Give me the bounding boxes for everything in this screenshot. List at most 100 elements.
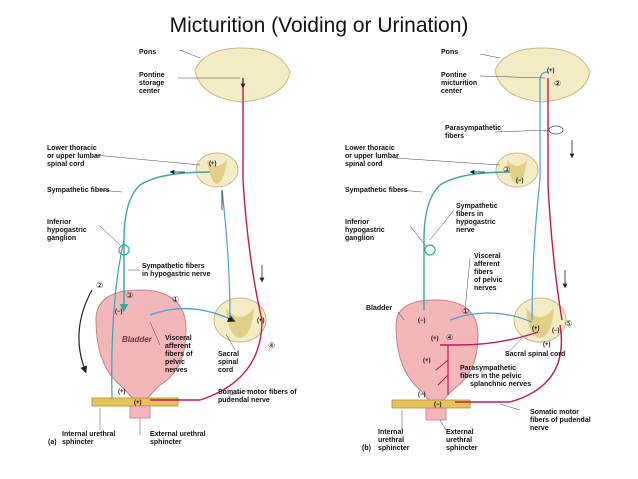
sign-thoracic-a: (+): [209, 161, 217, 167]
label-lower-thoracic-a-1: Lower thoracic: [47, 145, 97, 152]
sign-bladder-sym-b: (−): [418, 318, 426, 324]
sign-sacral-para-b: (+): [532, 326, 540, 332]
step-1-b: ①: [462, 307, 469, 316]
step-4-b: ④: [446, 333, 453, 342]
label-bladder-b: Bladder: [366, 305, 392, 312]
label-visceral-afferent-b-4: of pelvic: [474, 277, 503, 284]
label-symp-hypogastric-a-1: Sympathetic fibers: [142, 263, 205, 270]
label-visceral-afferent-b-5: nerves: [474, 285, 497, 292]
label-inferior-ganglion-a-1: Inferior: [47, 219, 71, 226]
label-inferior-ganglion-b-1: Inferior: [345, 219, 369, 226]
label-visceral-afferent-b-2: afferent: [474, 261, 500, 268]
sign-sacral-lower-b: (+): [543, 342, 551, 348]
bladder-b: [395, 299, 479, 403]
label-inferior-ganglion-b-3: ganglion: [345, 235, 374, 242]
step-4-a: ④: [268, 341, 275, 350]
label-symp-hypogastric-b-4: nerve: [456, 227, 475, 234]
label-sacral-cord-a-1: Sacral: [218, 351, 239, 358]
panel-label-b: (b): [362, 445, 371, 452]
label-internal-sphincter-b-3: sphincter: [378, 445, 410, 452]
label-visceral-afferent-b-1: Visceral: [474, 253, 501, 260]
step-1-a: ①: [172, 295, 179, 304]
label-visceral-afferent-a-3: fibers of: [165, 351, 193, 358]
afferent-path-b: [449, 312, 533, 323]
sign-sacral-a: (+): [257, 318, 265, 324]
label-pontine-center-a-1: Pontine: [139, 72, 165, 79]
label-external-sphincter-b-3: sphincter: [446, 445, 478, 452]
label-external-sphincter-b-2: urethral: [446, 437, 472, 444]
label-pontine-center-b-3: center: [441, 88, 462, 95]
label-para-pelvic-b-3: splanchnic nerves: [470, 381, 531, 388]
sign-pons-b: (+): [547, 68, 555, 74]
label-parasympathetic-fibers-b-2: fibers: [445, 133, 464, 140]
label-lower-thoracic-a-3: spinal cord: [47, 161, 84, 168]
sign-bladder-para-b: (+): [431, 336, 439, 342]
label-inferior-ganglion-b-2: hypogastric: [345, 227, 385, 234]
label-visceral-afferent-a-4: pelvic: [165, 359, 185, 366]
step-2-a: ②: [96, 281, 103, 290]
label-inferior-ganglion-a-3: ganglion: [47, 235, 76, 242]
panel-a: Pons Pontine storage center Lower thorac…: [47, 47, 297, 446]
step-3-b: ③: [503, 165, 510, 174]
step-5-b: ⑤: [565, 319, 572, 328]
sign-detrusor-b: (+): [423, 358, 431, 364]
label-sympathetic-fibers-b: Sympathetic fibers: [345, 187, 408, 194]
sympathetic-path-b: [423, 171, 511, 300]
step-2-b: ②: [554, 79, 561, 88]
label-somatic-motor-a-1: Somatic motor fibers of: [218, 389, 297, 396]
pons-b: [494, 47, 591, 103]
panel-label-a: (a): [48, 439, 57, 446]
label-sacral-cord-b: Sacral spinal cord: [505, 351, 565, 358]
label-pontine-center-b-1: Pontine: [441, 72, 467, 79]
slide-title: Micturition (Voiding or Urination): [169, 14, 469, 37]
label-external-sphincter-b-1: External: [446, 429, 474, 436]
label-para-pelvic-b-2: fibers in the pelvic: [460, 373, 522, 380]
afferent-path-a: [149, 307, 236, 322]
label-parasympathetic-fibers-b-1: Parasympathetic: [445, 125, 501, 132]
label-pontine-center-b-2: micturition: [441, 80, 477, 87]
sign-external-a: (+): [134, 400, 142, 406]
label-symp-hypogastric-a-2: in hypogastric nerve: [142, 271, 211, 278]
label-sacral-cord-a-2: spinal: [218, 359, 238, 366]
label-visceral-afferent-a-5: nerves: [165, 367, 188, 374]
sphincter-band-b: [391, 399, 471, 409]
label-visceral-afferent-a-2: afferent: [165, 343, 191, 350]
label-para-pelvic-b-1: Parasympathetic: [460, 365, 516, 372]
step-3-a: ③: [126, 291, 133, 300]
label-pons-b: Pons: [441, 49, 458, 56]
label-bladder-a: Bladder: [122, 335, 153, 344]
label-visceral-afferent-b-3: fibers: [474, 269, 493, 276]
sign-sacral-somatic-b: (−): [552, 328, 560, 334]
label-sympathetic-fibers-a: Sympathetic fibers: [47, 187, 110, 194]
label-pons-a: Pons: [139, 49, 156, 56]
label-external-sphincter-a-2: sphincter: [150, 439, 182, 446]
bladder-a: [95, 289, 187, 401]
label-lower-thoracic-b-1: Lower thoracic: [345, 145, 395, 152]
panel-b: Pons Pontine micturition center Parasymp…: [345, 47, 591, 452]
somatic-path-a: [150, 78, 263, 401]
somatic-path-b: [455, 324, 563, 403]
label-somatic-motor-a-2: pudendal nerve: [218, 397, 270, 404]
label-somatic-motor-b-1: Somatic motor: [530, 409, 579, 416]
label-pontine-center-a-3: center: [139, 88, 160, 95]
label-somatic-motor-b-3: nerve: [530, 425, 549, 432]
sign-internal-b: (−): [418, 392, 426, 398]
label-lower-thoracic-b-3: spinal cord: [345, 161, 382, 168]
sign-internal-a: (+): [118, 389, 126, 395]
label-lower-thoracic-a-2: or upper lumbar: [47, 153, 101, 160]
sympathetic-path-a: [123, 171, 211, 300]
sign-thoracic-b: (−): [516, 178, 524, 184]
label-symp-hypogastric-b-1: Sympathetic: [456, 203, 498, 210]
label-sacral-cord-a-3: cord: [218, 367, 233, 374]
label-internal-sphincter-a-1: Internal urethral: [62, 431, 115, 438]
label-internal-sphincter-a-2: sphincter: [62, 439, 94, 446]
pons-a: [194, 47, 291, 103]
label-inferior-ganglion-a-2: hypogastric: [47, 227, 87, 234]
label-internal-sphincter-b-2: urethral: [378, 437, 404, 444]
para-pelvic-path-b: [440, 331, 539, 346]
label-symp-hypogastric-b-2: fibers in: [456, 211, 483, 218]
label-somatic-motor-b-2: fibers of pudendal: [530, 417, 591, 424]
label-symp-hypogastric-b-3: hypogastric: [456, 219, 496, 226]
label-external-sphincter-a-1: External urethral: [150, 431, 206, 438]
